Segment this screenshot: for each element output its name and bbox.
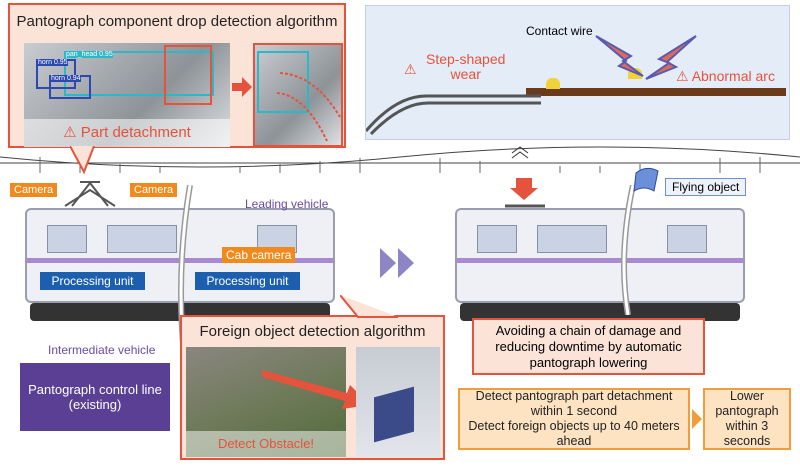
pantograph-icon — [64, 181, 116, 207]
leading-vehicle-label: Leading vehicle — [245, 197, 329, 211]
flying-object-photo — [356, 347, 440, 457]
pantograph-photo: pan_head 0.95 horn 0.95 horn 0.94 ⚠ Part… — [24, 43, 230, 147]
missing-part-outline — [276, 72, 341, 142]
detect-obstacle-label: Detect Obstacle! — [217, 436, 315, 451]
overhead-wire-panel: Contact wire ⚠Step-shaped wear ⚠ Abnorma… — [365, 5, 790, 140]
pantograph-head — [366, 94, 541, 136]
highlight-box — [164, 45, 212, 105]
lightning-arc-icon — [595, 35, 697, 80]
processing-unit: Processing unit — [195, 272, 300, 290]
detection-label: horn 0.94 — [51, 75, 81, 82]
step-wear-label: ⚠Step-shaped wear — [404, 51, 506, 82]
flying-object-label: Flying object — [665, 178, 747, 196]
pantograph-zoom-photo — [253, 43, 343, 147]
train-after — [455, 208, 745, 303]
wear-spot — [546, 78, 560, 89]
camera-label: Camera — [10, 183, 58, 197]
detection-box: pan_head 0.95 — [64, 51, 214, 96]
warning-icon: ⚠ — [676, 68, 689, 84]
detection-label: pan_head 0.95 — [66, 51, 113, 58]
pantograph-algo-title: Pantograph component drop detection algo… — [16, 13, 338, 30]
foreign-object-panel: Foreign object detection algorithm Detec… — [180, 315, 445, 460]
detection-step: Detect pantograph part detachment within… — [458, 388, 690, 450]
outcome-callout: Avoiding a chain of damage and reducing … — [472, 318, 705, 375]
part-detachment-label: Part detachment — [80, 124, 191, 141]
contact-wire — [526, 88, 786, 96]
detection-box: horn 0.94 — [49, 75, 91, 99]
warning-icon: ⚠ — [63, 124, 77, 141]
bogie — [460, 303, 740, 321]
detection-label: horn 0.95 — [38, 59, 68, 66]
processing-unit: Processing unit — [40, 272, 145, 290]
pantograph-lowered-icon — [505, 178, 545, 208]
lowering-step: Lower pantograph within 3 seconds — [703, 388, 791, 450]
callout-pointer — [70, 146, 95, 175]
flying-object-icon — [633, 167, 659, 192]
double-arrow-icon — [380, 248, 414, 278]
pantograph-control-line: Pantograph control line (existing) — [20, 363, 170, 431]
pantograph-detection-panel: Pantograph component drop detection algo… — [8, 3, 346, 148]
arrow-right-icon — [232, 77, 252, 97]
warning-icon: ⚠ — [404, 61, 417, 77]
arrow-right-icon — [692, 409, 702, 429]
catenary-line — [0, 146, 800, 173]
track-photo: Detect Obstacle! — [186, 347, 346, 457]
callout-pointer — [340, 295, 398, 318]
camera-label: Camera — [130, 183, 178, 197]
arrow-right-icon — [262, 370, 370, 409]
foreign-algo-title: Foreign object detection algorithm — [199, 323, 426, 340]
cab-camera-label: Cab camera — [222, 247, 296, 263]
abnormal-arc-label: ⚠ Abnormal arc — [676, 68, 775, 84]
alert-banner: ⚠ Part detachment — [24, 119, 230, 147]
view-line — [621, 185, 636, 315]
detection-box: horn 0.95 — [36, 59, 76, 89]
intermediate-vehicle-label: Intermediate vehicle — [48, 343, 156, 357]
detection-box — [257, 51, 309, 113]
contact-wire-label: Contact wire — [526, 24, 593, 38]
